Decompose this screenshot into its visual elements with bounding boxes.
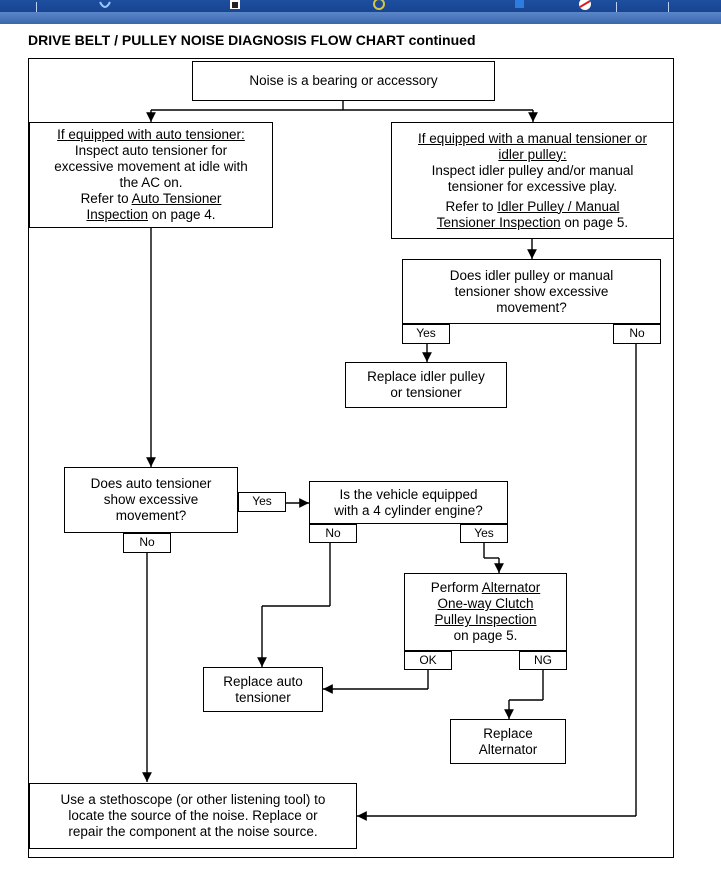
alternator-inspection-node: Perform Alternator One-way Clutch Pulley… xyxy=(404,573,567,651)
cyl-q-line-2: with a 4 cylinder engine? xyxy=(334,502,483,518)
manual-ref-prefix: Refer to xyxy=(445,198,498,214)
manual-line-2: tensioner for excessive play. xyxy=(447,178,618,194)
replace-auto-node: Replace auto tensioner xyxy=(203,667,323,712)
manual-heading-b: idler pulley: xyxy=(498,146,567,162)
manual-ref-line: Refer to Idler Pulley / Manual xyxy=(445,199,619,215)
auto-ref-prefix: Refer to xyxy=(80,191,132,206)
auto-ref-suffix: on page 4. xyxy=(147,207,216,222)
manual-ref-suffix: on page 5. xyxy=(560,214,629,230)
toolbar-icon[interactable] xyxy=(512,0,526,12)
manual-line-1: Inspect idler pulley and/or manual xyxy=(431,162,634,178)
toolbar-strip xyxy=(0,12,721,24)
page-title: DRIVE BELT / PULLEY NOISE DIAGNOSIS FLOW… xyxy=(28,32,476,48)
alt-prefix: Perform xyxy=(430,580,482,595)
cyl-no-tag: No xyxy=(309,524,357,543)
replace-idler-line-1: Replace idler pulley xyxy=(367,369,485,384)
alt-ok-tag: OK xyxy=(404,651,452,670)
toolbar-icon[interactable] xyxy=(578,0,592,12)
replace-alt-line-2: Alternator xyxy=(478,741,538,757)
auto-line-2: excessive movement at idle with xyxy=(54,159,248,174)
idler-q-line-2: tensioner show excessive xyxy=(454,283,609,299)
manual-ref-link-b[interactable]: Tensioner Inspection xyxy=(436,214,561,230)
auto-yes-tag: Yes xyxy=(238,492,286,512)
auto-question-node: Does auto tensioner show excessive movem… xyxy=(64,467,238,533)
auto-ref-line-2: Inspection on page 4. xyxy=(86,207,215,223)
replace-alt-line-1: Replace xyxy=(483,725,533,741)
auto-line-3: the AC on. xyxy=(119,175,183,190)
alt-link-b[interactable]: One-way Clutch xyxy=(437,596,534,611)
stethoscope-node: Use a stethoscope (or other listening to… xyxy=(29,783,357,849)
cyl-q-line-1: Is the vehicle equipped xyxy=(339,486,478,502)
toolbar-icon[interactable] xyxy=(98,0,112,12)
steth-line-1: Use a stethoscope (or other listening to… xyxy=(60,792,326,807)
auto-q-line-1: Does auto tensioner xyxy=(90,476,212,491)
idler-yes-tag: Yes xyxy=(402,324,450,344)
idler-q-line-1: Does idler pulley or manual xyxy=(449,267,614,283)
start-node: Noise is a bearing or accessory xyxy=(192,61,495,101)
alt-line-1: Perform Alternator xyxy=(431,580,541,596)
idler-q-line-3: movement? xyxy=(496,299,567,315)
toolbar-divider xyxy=(668,2,669,12)
steth-line-2: locate the source of the noise. Replace … xyxy=(68,808,318,823)
auto-line-1: Inspect auto tensioner for xyxy=(74,143,228,158)
alt-link-c[interactable]: Pulley Inspection xyxy=(434,612,537,627)
replace-alternator-node: Replace Alternator xyxy=(450,719,566,764)
toolbar-icon[interactable] xyxy=(228,0,242,12)
start-text: Noise is a bearing or accessory xyxy=(249,73,438,88)
manual-tensioner-node: If equipped with a manual tensioner or i… xyxy=(391,122,674,239)
alt-ng-tag: NG xyxy=(519,651,567,670)
alt-suffix: on page 5. xyxy=(453,628,518,643)
auto-q-line-2: show excessive xyxy=(103,492,199,507)
toolbar-icon[interactable] xyxy=(372,0,386,12)
auto-ref-line: Refer to Auto Tensioner xyxy=(81,191,222,207)
manual-ref-link-a[interactable]: Idler Pulley / Manual xyxy=(497,198,620,214)
auto-no-tag: No xyxy=(123,533,171,553)
cylinder-question-node: Is the vehicle equipped with a 4 cylinde… xyxy=(309,481,508,524)
steth-line-3: repair the component at the noise source… xyxy=(68,824,318,839)
idler-question-node: Does idler pulley or manual tensioner sh… xyxy=(402,259,661,324)
alt-link-a[interactable]: Alternator xyxy=(481,580,541,595)
auto-heading: If equipped with auto tensioner: xyxy=(57,127,245,142)
auto-ref-link-a[interactable]: Auto Tensioner xyxy=(131,191,222,206)
manual-ref-line-2: Tensioner Inspection on page 5. xyxy=(437,215,628,231)
idler-no-tag: No xyxy=(613,324,661,344)
replace-idler-node: Replace idler pulley or tensioner xyxy=(345,362,507,408)
auto-tensioner-node: If equipped with auto tensioner: Inspect… xyxy=(29,122,273,228)
cyl-yes-tag: Yes xyxy=(460,524,508,543)
replace-idler-line-2: or tensioner xyxy=(390,385,462,400)
replace-auto-line-1: Replace auto xyxy=(223,673,303,689)
toolbar-divider xyxy=(36,2,37,12)
flowchart-frame xyxy=(28,58,674,858)
replace-auto-line-2: tensioner xyxy=(235,689,291,705)
auto-ref-link-b[interactable]: Inspection xyxy=(86,207,148,222)
manual-heading-a: If equipped with a manual tensioner or xyxy=(418,130,647,146)
auto-q-line-3: movement? xyxy=(115,508,187,523)
toolbar-divider xyxy=(616,2,617,12)
